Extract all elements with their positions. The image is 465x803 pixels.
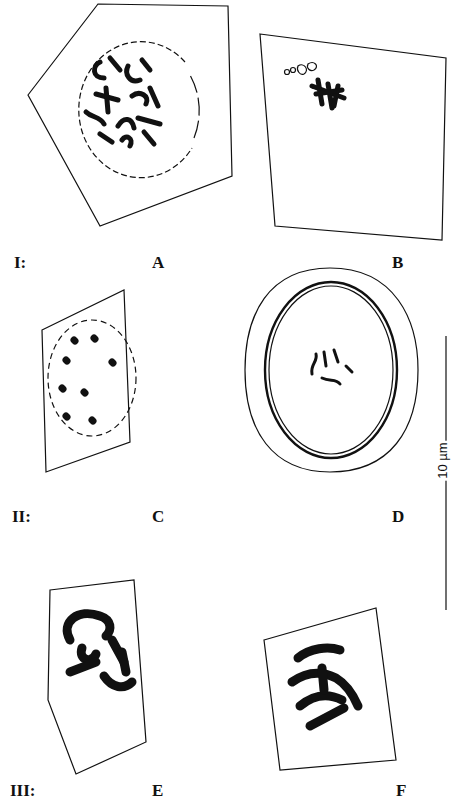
nucleus-outline: [265, 282, 397, 458]
nucleus-outline: [269, 286, 393, 454]
nucleus-outline: [48, 320, 136, 436]
nucleus-outline: [190, 75, 199, 138]
cell-outline: [28, 4, 232, 226]
row-label: III:: [10, 782, 36, 799]
panel-letter: F: [396, 782, 406, 799]
panel-letter: E: [152, 782, 163, 799]
panel-letter: D: [392, 508, 404, 525]
cell-outline: [260, 34, 446, 240]
cell-outline: [48, 580, 146, 774]
scale-label: 10 µm: [435, 440, 448, 480]
panel-letter: A: [152, 254, 164, 271]
panel-letter: B: [392, 254, 403, 271]
cell-outline: [42, 290, 130, 472]
nucleus-outline: [79, 42, 192, 178]
cell-outline: [264, 608, 396, 770]
row-label: I:: [14, 254, 26, 271]
row-label: II:: [12, 508, 31, 525]
chromosomes: [62, 58, 358, 726]
cell-outline: [245, 268, 418, 472]
panel-letter: C: [152, 508, 164, 525]
